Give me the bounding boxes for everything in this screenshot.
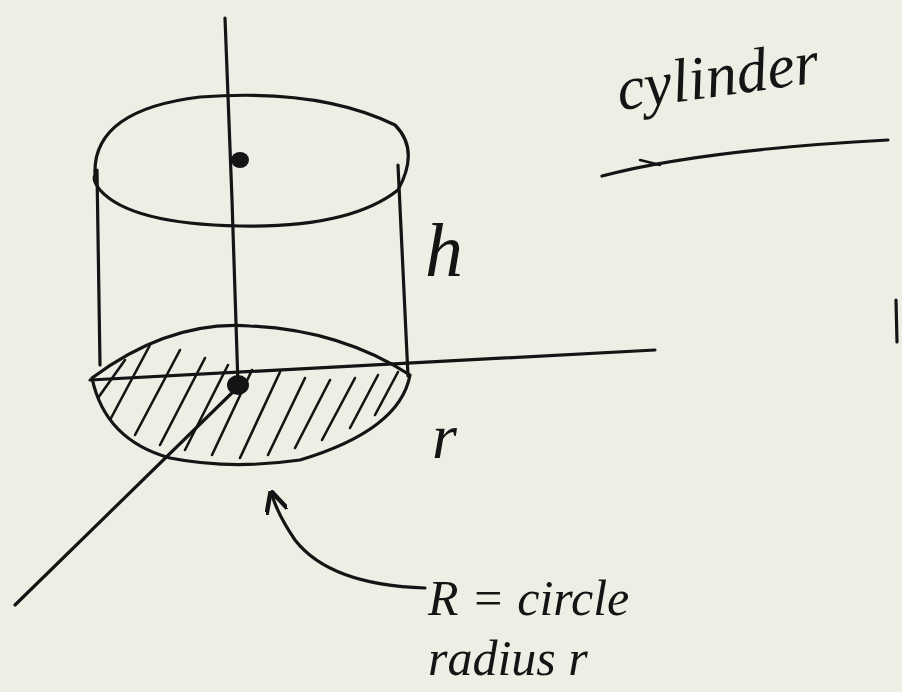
base-ellipse	[92, 325, 410, 464]
center-dot	[231, 152, 249, 168]
underline	[602, 140, 888, 176]
title-label: cylinder	[612, 24, 823, 126]
underline-tick	[640, 160, 660, 165]
cylinder-side	[398, 165, 408, 376]
y-axis	[15, 385, 240, 605]
top-ellipse	[94, 95, 408, 226]
origin-dot	[227, 375, 249, 395]
radius-label: r	[432, 398, 457, 475]
region-note: R = circle radius r	[428, 568, 673, 688]
cylinder-side	[97, 170, 100, 365]
z-axis	[225, 18, 238, 385]
margin-mark	[896, 300, 897, 342]
pointer-arrow	[272, 495, 425, 588]
region-hatching	[98, 345, 398, 458]
height-label: h	[425, 205, 463, 296]
